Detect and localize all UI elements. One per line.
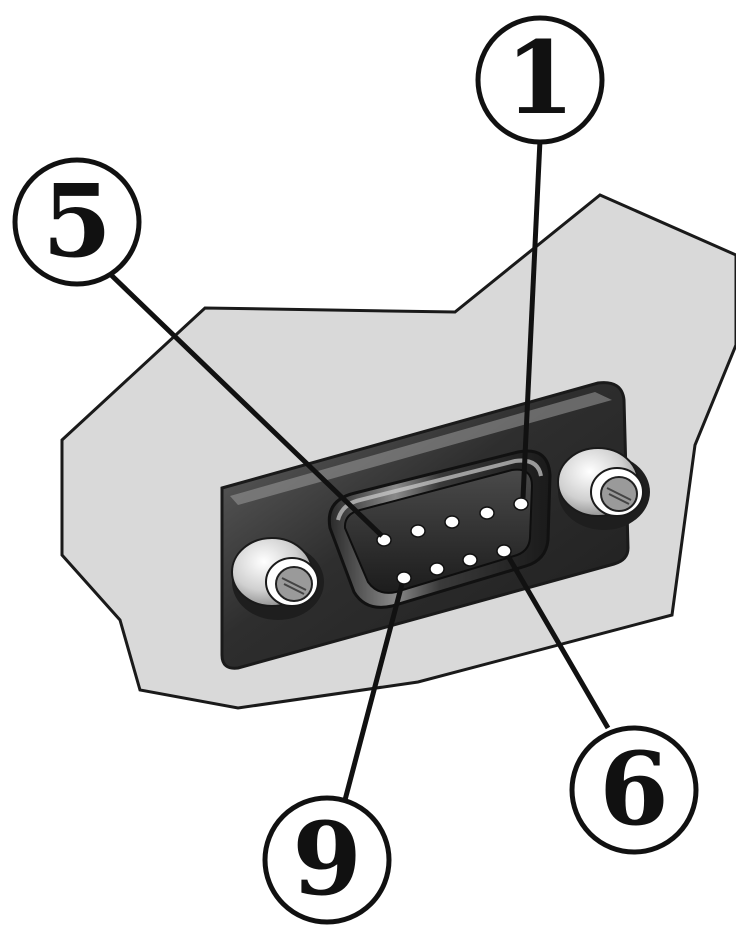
- pin-hole-7: [462, 553, 478, 567]
- pin-hole-6: [496, 544, 512, 558]
- right-screw-standoff: [557, 447, 650, 530]
- pin-hole-9: [396, 571, 412, 585]
- pin-hole-8: [429, 562, 445, 576]
- dsub-rim-highlight: [336, 458, 543, 521]
- leader-line-1: [520, 139, 543, 499]
- callout-9: 9: [262, 795, 392, 925]
- callout-6: 6: [569, 725, 699, 855]
- left-screw-standoff: [231, 537, 324, 620]
- leader-line-9: [342, 583, 405, 801]
- pin-hole-2: [479, 506, 495, 520]
- plate-highlight: [230, 392, 612, 505]
- callout-5: 5: [12, 157, 142, 287]
- callout-1-label: 1: [505, 19, 575, 137]
- pin-hole-3: [444, 515, 460, 529]
- leader-line-6: [505, 554, 611, 730]
- callout-6-label: 6: [599, 730, 669, 848]
- pin-hole-4: [410, 524, 426, 538]
- callout-5-label: 5: [42, 162, 112, 280]
- leader-line-5: [106, 270, 384, 538]
- dsub-connector: [327, 449, 552, 609]
- pin-hole-1: [513, 497, 529, 511]
- callout-9-label: 9: [292, 800, 362, 918]
- callout-1: 1: [475, 15, 605, 145]
